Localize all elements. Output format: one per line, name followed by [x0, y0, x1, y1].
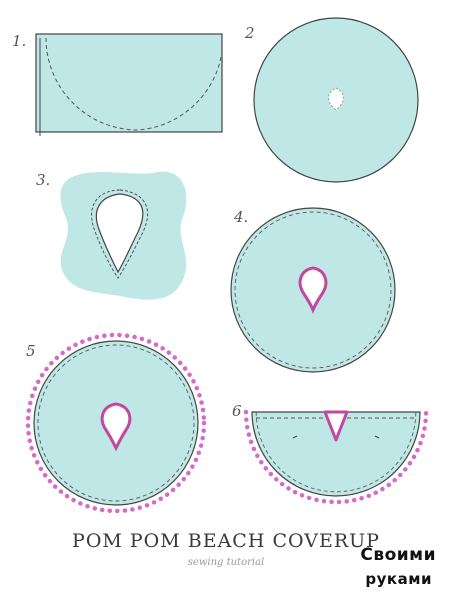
facing-stitch-line	[91, 189, 148, 279]
watermark-line1: Своими	[360, 545, 436, 565]
step-6-folded-half: 6	[232, 402, 429, 505]
subtitle: sewing tutorial	[187, 557, 265, 568]
step-5-pompom-circle: 5	[25, 332, 207, 514]
neckline-trim	[100, 402, 132, 452]
step-1-folded-fabric: 1.	[12, 32, 223, 136]
step-2-circle: 2	[244, 17, 419, 183]
step-2-number: 2	[244, 24, 255, 42]
step-5-number: 5	[26, 342, 36, 360]
armhole-marks	[292, 435, 380, 439]
half-circle-fabric	[251, 411, 421, 497]
pompom-trim	[25, 332, 207, 514]
fabric-rectangle	[35, 33, 223, 133]
step-1-number: 1.	[12, 32, 26, 50]
hem-stitch-line	[255, 411, 417, 493]
watermark-line2: руками	[365, 570, 432, 588]
step-6-number: 6	[232, 402, 242, 420]
hem-stitch-line	[234, 211, 392, 369]
neckline-trim	[323, 410, 349, 442]
hem-stitch-line	[37, 344, 195, 502]
neckline-trim	[298, 266, 328, 315]
step-3-neck-facing: 3.	[36, 171, 187, 300]
cut-line-dashed	[45, 37, 223, 131]
neck-hole	[328, 87, 344, 111]
step-3-number: 3.	[36, 171, 50, 189]
facing-neck-cut	[95, 193, 144, 274]
step-4-number: 4.	[233, 208, 248, 226]
step-4-circle-neckline: 4.	[230, 207, 396, 373]
title: POM POM BEACH COVERUP	[72, 530, 380, 552]
